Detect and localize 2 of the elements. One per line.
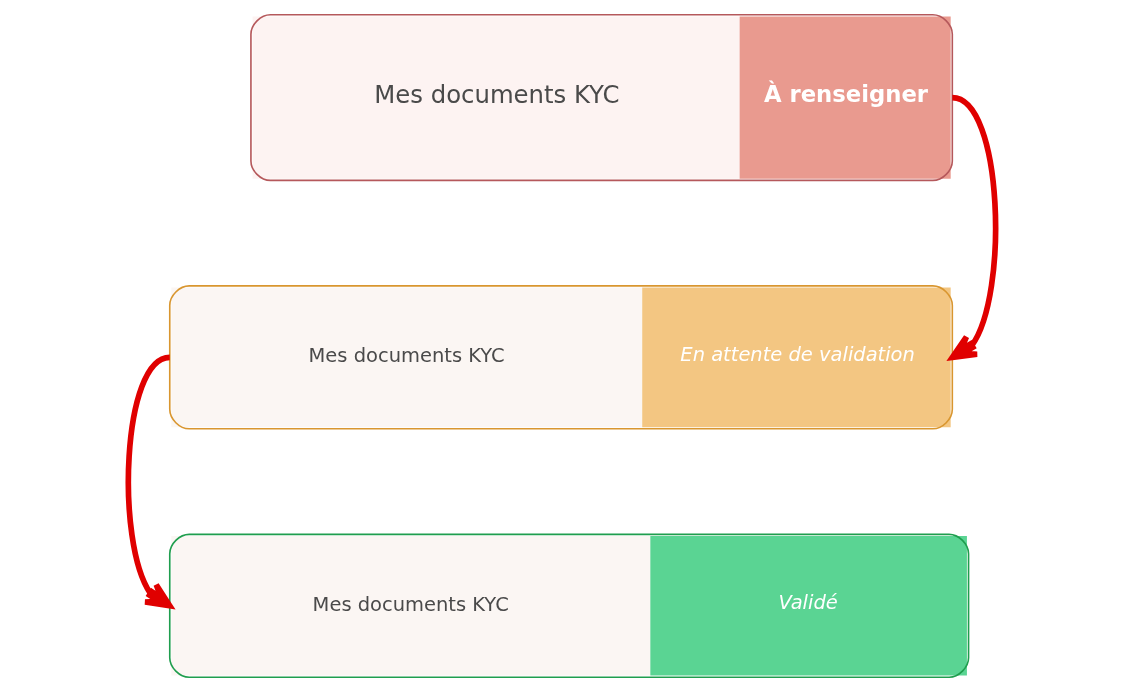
- arrow: [125, 354, 173, 609]
- arrow: [949, 94, 999, 361]
